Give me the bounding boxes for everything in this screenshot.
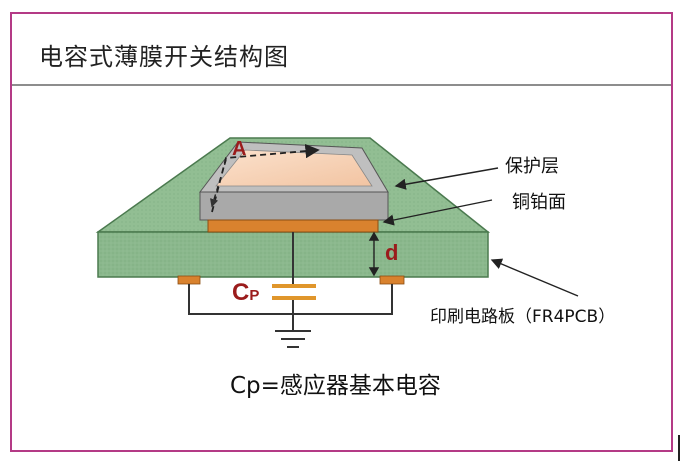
distance-d-marker — [368, 231, 380, 277]
overlay-window — [215, 149, 373, 187]
pcb-pointer — [490, 258, 579, 297]
protective-layer-label: 保护层 — [505, 156, 559, 177]
pcb-label: 印刷电路板（FR4PCB） — [430, 307, 615, 327]
title-bar: 电容式薄膜开关结构图 — [12, 14, 671, 86]
copper-foil-pointer — [382, 199, 493, 226]
page-title: 电容式薄膜开关结构图 — [39, 43, 289, 71]
ground-icon — [275, 330, 311, 348]
point-a-label: A — [232, 138, 246, 160]
right-pad — [379, 275, 405, 285]
copper-foil-label: 铜铂面 — [512, 192, 566, 213]
electric-field-dashed-path-lower — [210, 159, 227, 208]
edge-mark — [678, 435, 680, 461]
left-pad — [177, 275, 201, 285]
left-wire — [188, 284, 393, 315]
distance-d-label: d — [385, 240, 398, 265]
overlay-front-face — [199, 191, 389, 221]
formula-label: Cp=感应器基本电容 — [230, 373, 441, 399]
electric-field-dashed-path — [211, 143, 320, 213]
protective-layer-pointer — [394, 167, 499, 190]
cp-label: CP — [232, 279, 259, 306]
copper-foil — [207, 219, 379, 233]
